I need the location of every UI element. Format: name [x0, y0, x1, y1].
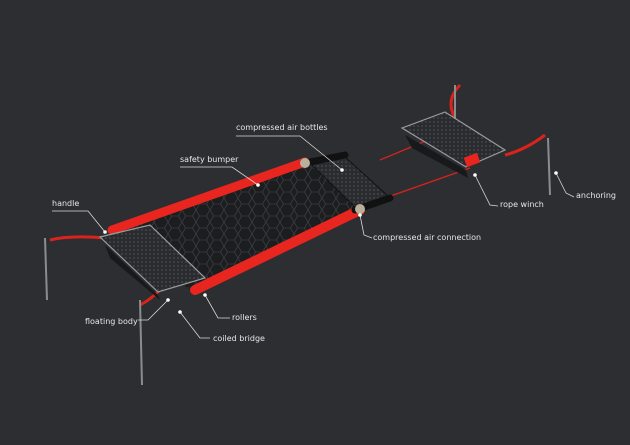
right-floating-platform: [400, 111, 507, 168]
safety-bumper-bottom: [190, 205, 365, 295]
safety-bumper-top: [107, 157, 310, 235]
leader-lines: [52, 135, 575, 339]
label-safety-bumper: safety bumper: [180, 155, 239, 164]
label-rope-winch: rope winch: [500, 200, 544, 209]
label-coiled-bridge: coiled bridge: [213, 334, 265, 343]
label-compressed-air-connection: compressed air connection: [373, 233, 482, 242]
label-handle: handle: [52, 199, 80, 208]
label-anchoring: anchoring: [576, 191, 616, 200]
label-compressed-air-bottles: compressed air bottles: [236, 123, 328, 132]
label-floating-body: floating body: [85, 317, 138, 326]
left-floating-platform: [98, 224, 207, 293]
label-rollers: rollers: [232, 313, 257, 322]
